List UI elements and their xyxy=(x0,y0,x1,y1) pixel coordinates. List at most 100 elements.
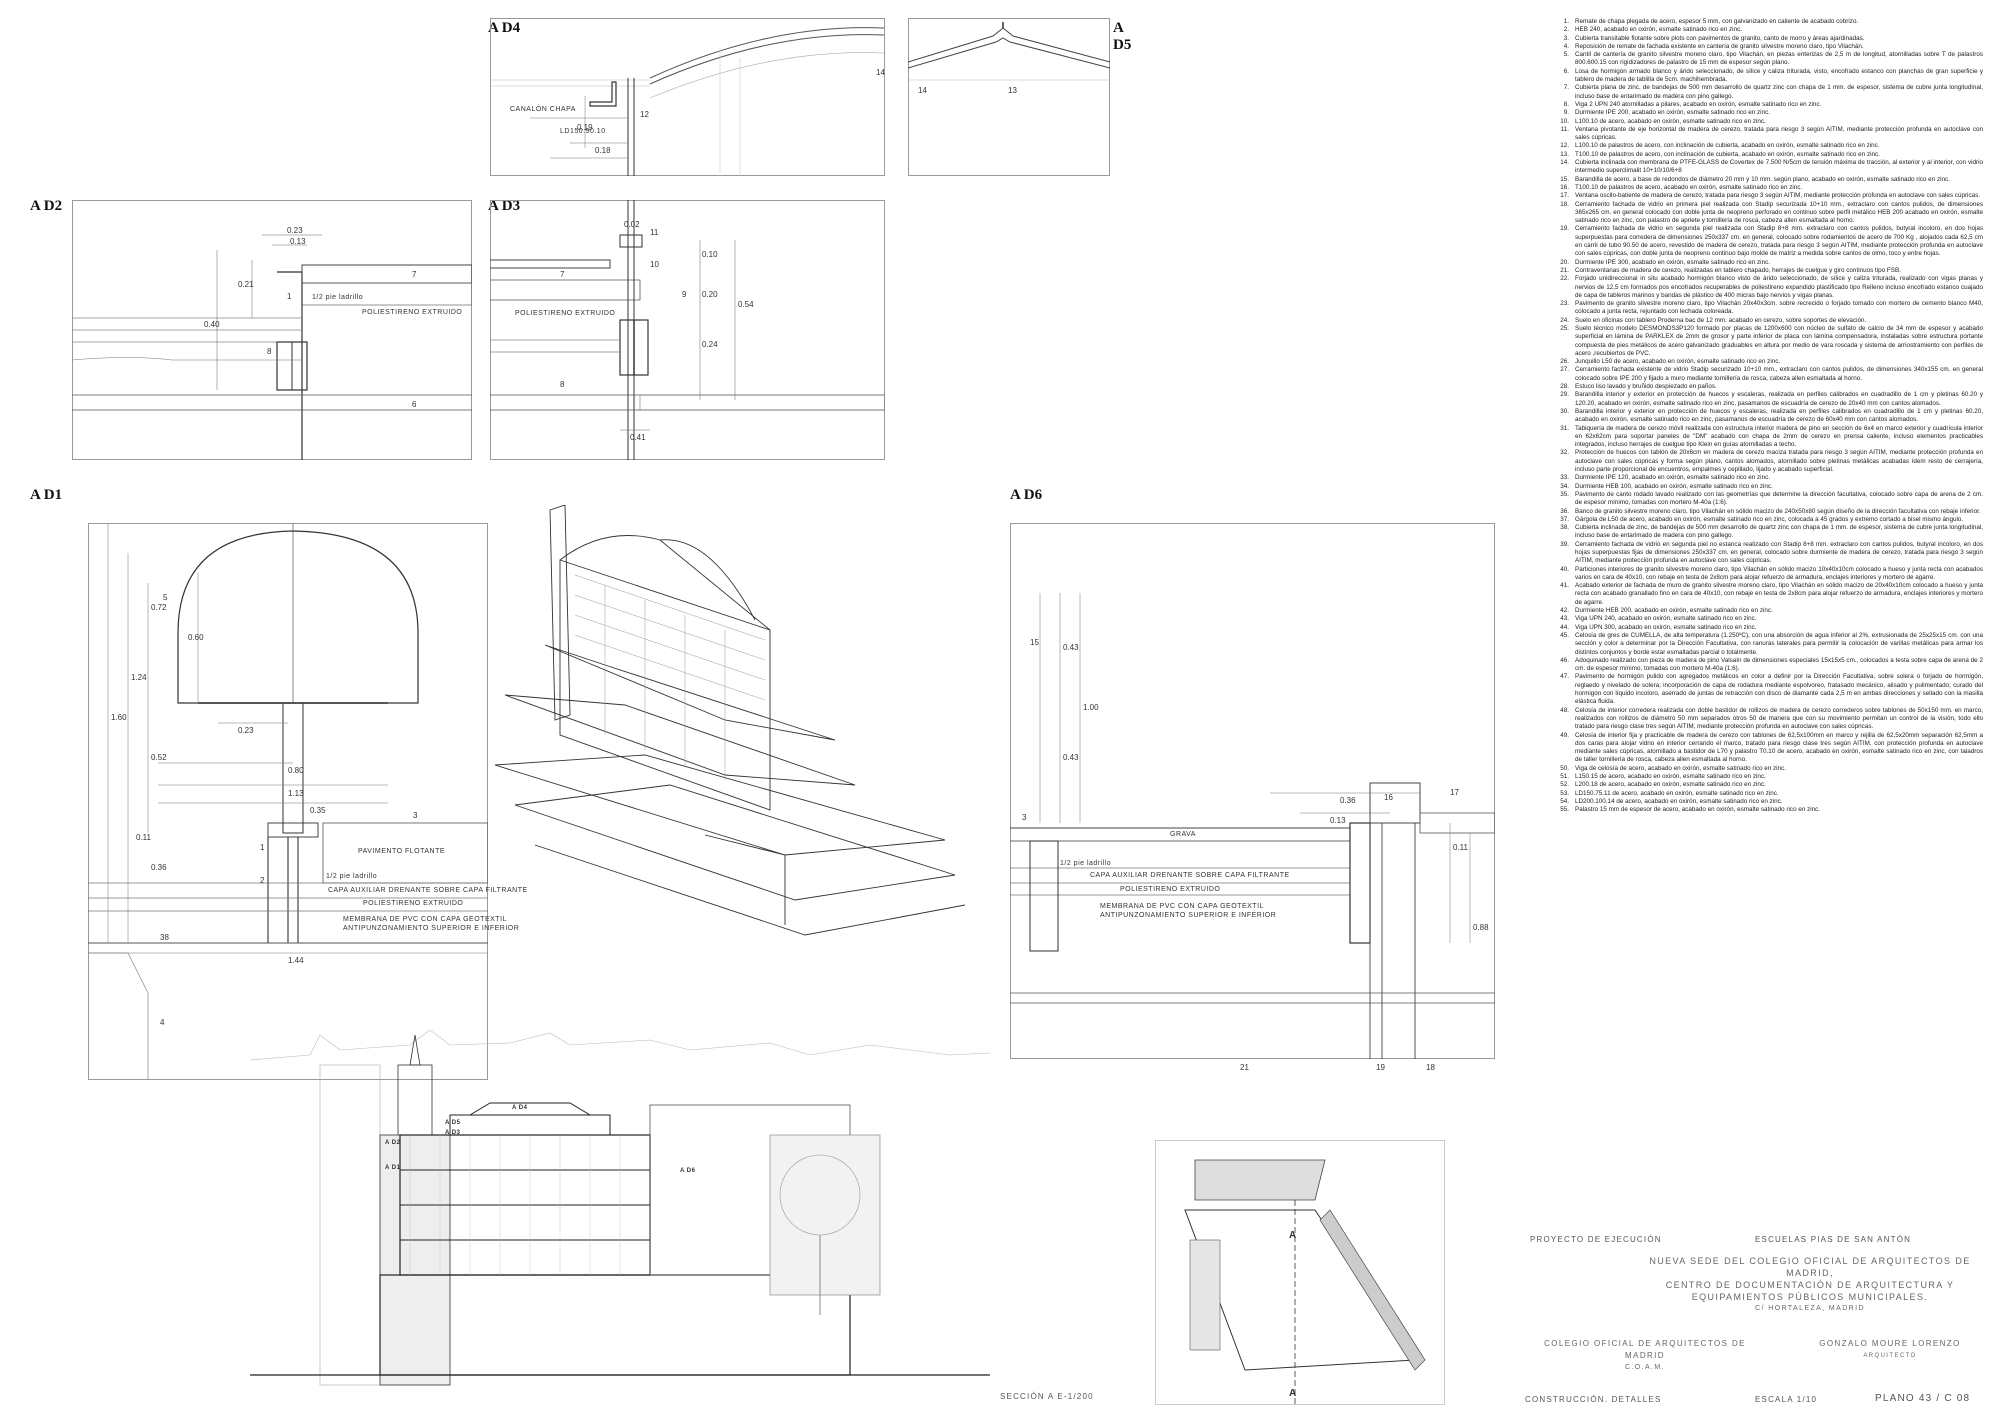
label-poliestireno: POLIESTIRENO EXTRUIDO xyxy=(515,310,616,317)
note-number: 17. xyxy=(1560,192,1569,200)
note-text: Acabado exterior de fachada de muro de g… xyxy=(1575,582,1983,606)
mark-label: 3 xyxy=(413,811,418,820)
dim-label: 0.23 xyxy=(238,726,254,735)
label-pie: 1/2 pie ladrillo xyxy=(1060,860,1112,867)
note-item: 18.Cerramiento fachada de vidrio en prim… xyxy=(1555,201,1983,226)
mark-label: 15 xyxy=(1030,638,1039,647)
note-text: Durmiente HEB 200, acabado en oxirón, es… xyxy=(1575,607,1773,615)
note-item: 4.Reposición de remate de fachada existe… xyxy=(1555,43,1983,51)
note-item: 54.LD200.100.14 de acero, acabado en oxi… xyxy=(1555,798,1983,806)
detail-ad6: A D6 0.43 1.00 0.43 0.36 0.13 0.11 0.88 … xyxy=(1010,487,1495,1072)
detail-ad2-drawing xyxy=(72,200,472,460)
note-item: 25.Suelo técnico modelo DESMONDS3P120 fo… xyxy=(1555,325,1983,358)
mark-label: 1 xyxy=(287,292,292,301)
note-item: 31.Tabiquería de madera de cerezo móvil … xyxy=(1555,425,1983,450)
dim-label: 0.88 xyxy=(1473,923,1489,932)
dim-label: 1.00 xyxy=(1083,703,1099,712)
note-text: L100.10 de palastros de acero, con incli… xyxy=(1575,142,1880,150)
label-membrana: ANTIPUNZONAMIENTO SUPERIOR E INFERIOR xyxy=(343,925,520,932)
note-text: Durmiente IPE 120, acabado en oxirón, es… xyxy=(1575,474,1770,482)
detail-ad4-drawing xyxy=(490,18,885,176)
mark-label: 12 xyxy=(640,110,649,119)
note-text: Cantil de cantería de granito silvestre … xyxy=(1575,51,1983,67)
detail-title: A D5 xyxy=(1113,20,1132,53)
note-text: Protección de huecos con tablón de 20x6c… xyxy=(1575,449,1983,474)
section-label: A D1 xyxy=(385,1165,401,1171)
detail-title: A D2 xyxy=(30,198,63,214)
label-poliestireno: POLIESTIRENO EXTRUIDO xyxy=(363,900,464,907)
detail-ad4: A D4 CANALÓN CHAPA LD150.90.10 0.18 0.19… xyxy=(488,18,885,176)
tb-client-name: COLEGIO OFICIAL DE ARQUITECTOS DE MADRID xyxy=(1544,1339,1746,1360)
section-label: A D4 xyxy=(512,1105,528,1111)
section-a: A D4 A D5 A D3 A D2 A D1 A D6 xyxy=(250,1025,990,1395)
note-number: 2. xyxy=(1563,26,1569,34)
note-text: Palastro 15 mm de espesor de acero, acab… xyxy=(1575,806,1821,814)
section-label: A D6 xyxy=(680,1168,696,1174)
note-number: 8. xyxy=(1563,100,1569,108)
note-item: 51.L150.15 de acero, acabado en oxirón, … xyxy=(1555,773,1983,781)
note-number: 40. xyxy=(1560,565,1569,573)
note-item: 43.Viga UPN 240, acabado en oxirón, esma… xyxy=(1555,615,1983,623)
tb-client-abbr: C.O.A.M. xyxy=(1625,1364,1665,1371)
note-number: 53. xyxy=(1560,789,1569,797)
note-item: 45.Celosía de gres de CUMELLA, de alta t… xyxy=(1555,632,1983,657)
note-item: 13.T100.10 de palastros de acero, con in… xyxy=(1555,151,1983,159)
note-text: Reposición de remate de fachada existent… xyxy=(1575,42,1864,50)
detail-ad3-drawing xyxy=(490,200,885,460)
mark-label: 6 xyxy=(412,400,417,409)
note-text: Pavimento de canto rodado lavado realiza… xyxy=(1575,490,1983,507)
mark-label: 5 xyxy=(163,593,168,602)
note-number: 42. xyxy=(1560,607,1569,615)
notes-legend: 1.Remate de chapa plegada de acero, espe… xyxy=(1555,18,1983,1188)
dim-label: 0.43 xyxy=(1063,643,1079,652)
label-ld: LD150.90.10 xyxy=(560,128,606,135)
mark-label: 7 xyxy=(412,270,417,279)
note-number: 14. xyxy=(1560,159,1569,167)
note-text: Junquillo L50 de acero, acabado en oxiró… xyxy=(1575,358,1781,366)
note-text: LD150.75.11 de acero, acabado en oxirón,… xyxy=(1575,789,1779,797)
note-item: 6.Losa de hormigón armado blanco y árido… xyxy=(1555,68,1983,85)
note-number: 54. xyxy=(1560,797,1569,805)
note-number: 23. xyxy=(1560,300,1569,308)
note-number: 5. xyxy=(1563,51,1569,59)
detail-ad6-drawing xyxy=(1010,523,1495,1059)
dim-label: 0.80 xyxy=(288,766,304,775)
note-item: 22.Forjado unidireccional in situ acabad… xyxy=(1555,275,1983,300)
section-drawing xyxy=(250,1029,990,1386)
section-mark: A xyxy=(1289,1230,1297,1241)
tb-scale: ESCALA 1/10 xyxy=(1755,1395,1818,1404)
note-text: L150.15 de acero, acabado en oxirón, esm… xyxy=(1575,773,1766,781)
note-number: 48. xyxy=(1560,706,1569,714)
note-text: Remate de chapa plegada de acero, espeso… xyxy=(1575,18,1859,25)
mark-label: 13 xyxy=(1008,86,1017,95)
note-item: 30.Barandilla interior y exterior en pro… xyxy=(1555,408,1983,425)
tb-sheet-title: CONSTRUCCIÓN. DETALLES xyxy=(1525,1395,1662,1404)
note-number: 21. xyxy=(1560,266,1569,274)
note-number: 34. xyxy=(1560,482,1569,490)
dim-label: 0.13 xyxy=(290,237,306,246)
detail-ad2: A D2 0.23 0.13 0.21 0.40 1/2 pie ladrill… xyxy=(30,198,472,460)
note-text: Gárgola de L50 de acero, acabado en oxir… xyxy=(1575,515,1964,523)
note-number: 26. xyxy=(1560,358,1569,366)
note-number: 27. xyxy=(1560,366,1569,374)
note-item: 52.L200.18 de acero, acabado en oxirón, … xyxy=(1555,781,1983,789)
note-number: 19. xyxy=(1560,225,1569,233)
note-number: 22. xyxy=(1560,275,1569,283)
note-text: Suelo en oficinas con tablero Proderna b… xyxy=(1575,316,1867,324)
note-item: 19.Cerramiento fachada de vidrio en segu… xyxy=(1555,225,1983,258)
mark-label: 17 xyxy=(1450,788,1459,797)
note-number: 45. xyxy=(1560,631,1569,639)
note-item: 9.Durmiente IPE 200, acabado en oxirón, … xyxy=(1555,109,1983,117)
note-item: 48.Celosía de interior corredera realiza… xyxy=(1555,707,1983,732)
tb-description: NUEVA SEDE DEL COLEGIO OFICIAL DE ARQUIT… xyxy=(1640,1255,1980,1315)
mark-label: 3 xyxy=(1022,813,1027,822)
note-item: 17.Ventana oscilo-batiente de madera de … xyxy=(1555,192,1983,200)
dim-label: 0.72 xyxy=(151,603,167,612)
note-number: 18. xyxy=(1560,200,1569,208)
note-text: Suelo técnico modelo DESMONDS3P120 forma… xyxy=(1575,324,1983,357)
note-number: 7. xyxy=(1563,84,1569,92)
dim-label: 0.23 xyxy=(287,226,303,235)
mark-label: 8 xyxy=(267,347,272,356)
mark-label: 11 xyxy=(650,228,659,237)
label-pavimento: PAVIMENTO FLOTANTE xyxy=(358,848,446,855)
